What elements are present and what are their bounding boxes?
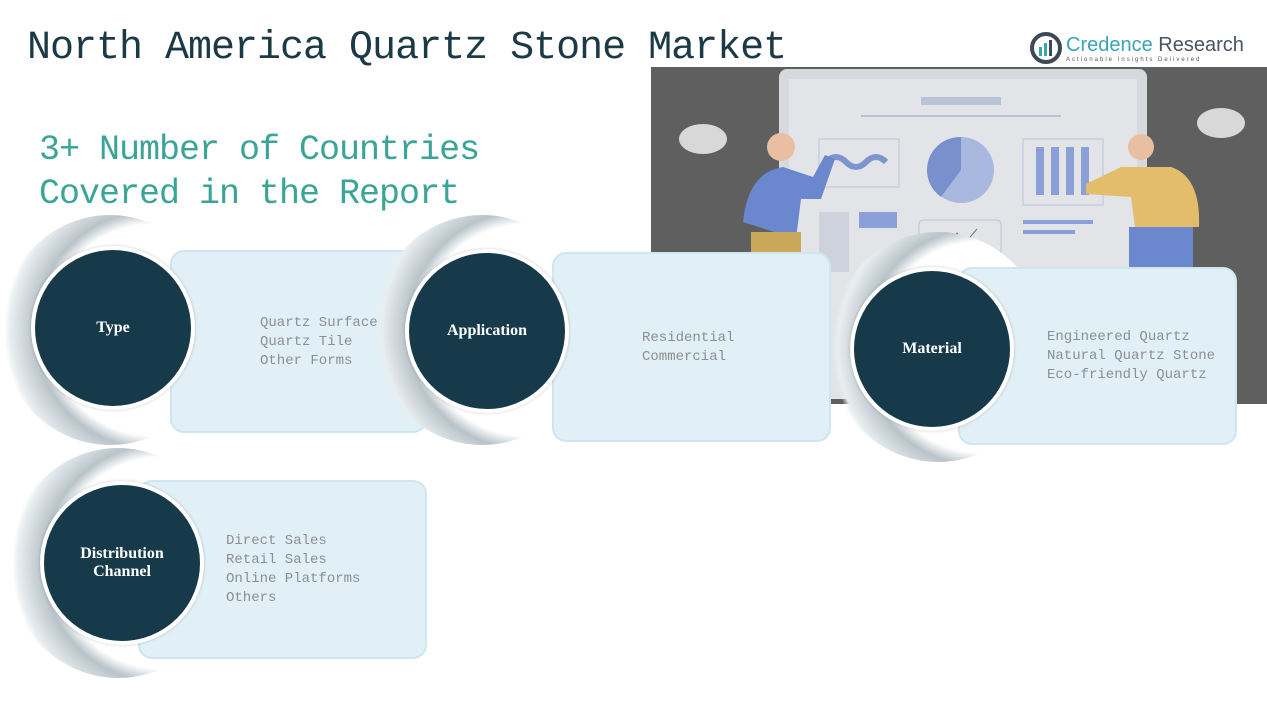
logo-name-b: Research <box>1152 33 1244 56</box>
list-item: Residential <box>642 330 735 346</box>
logo-name: Credence <box>1066 33 1153 56</box>
segment-circle-material: Material <box>850 267 1014 431</box>
countries-subtitle: 3+ Number of Countries Covered in the Re… <box>39 128 480 216</box>
segment-circle-application: Application <box>405 249 569 413</box>
list-item: Quartz Surface <box>260 315 378 331</box>
list-item: Online Platforms <box>226 571 361 587</box>
list-item: Others <box>226 590 277 606</box>
subtitle-line-1: 3+ Number of Countries <box>39 130 480 170</box>
logo-chart-icon <box>1030 32 1062 64</box>
segment-circle-type: Type <box>31 246 195 410</box>
segment-circle-distribution: Distribution Channel <box>40 481 204 645</box>
list-item: Other Forms <box>260 353 353 369</box>
credence-logo: Credence Research Actionable Insights De… <box>1030 32 1244 64</box>
subtitle-line-2: Covered in the Report <box>39 174 460 214</box>
list-item: Natural Quartz Stone <box>1047 348 1216 364</box>
list-item: Eco-friendly Quartz <box>1047 367 1207 383</box>
list-item: Engineered Quartz <box>1047 329 1190 345</box>
list-item: Retail Sales <box>226 552 327 568</box>
list-item: Direct Sales <box>226 533 327 549</box>
segment-card-application <box>552 252 831 442</box>
list-item: Quartz Tile <box>260 334 353 350</box>
list-item: Commercial <box>642 349 727 365</box>
logo-tagline: Actionable Insights Delivered <box>1066 56 1202 63</box>
page-title: North America Quartz Stone Market <box>27 26 787 71</box>
